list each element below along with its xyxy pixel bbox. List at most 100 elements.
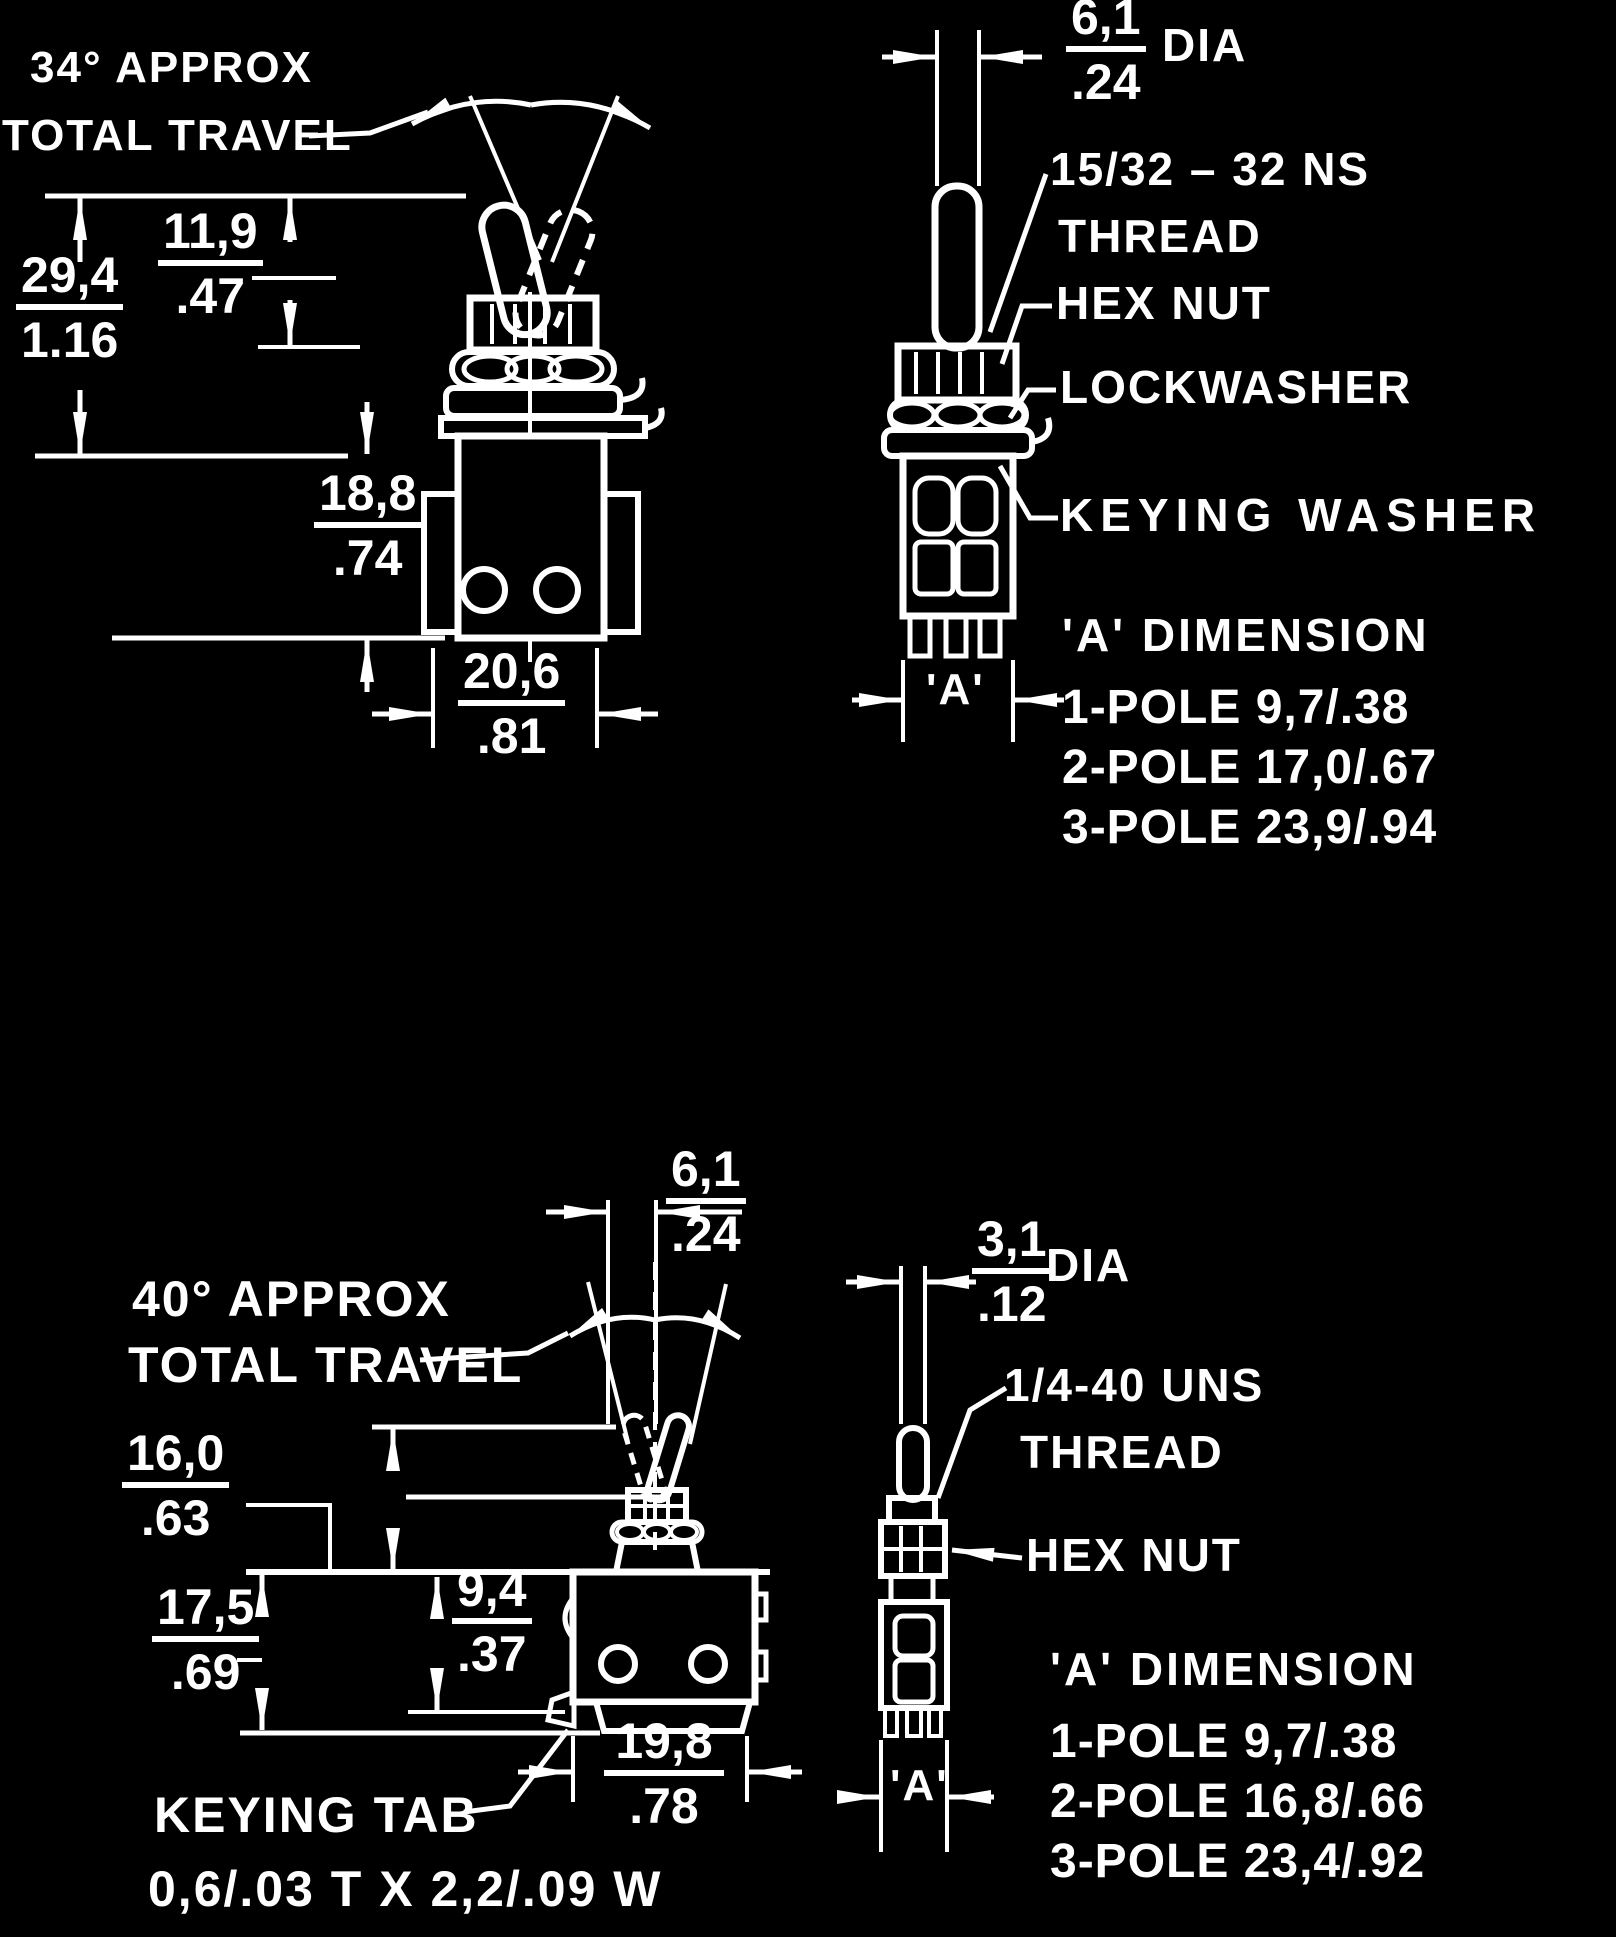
callout-leader-lines bbox=[935, 1385, 1023, 1562]
bottom-side-view bbox=[837, 1266, 1023, 1852]
travel-arc bbox=[419, 1281, 742, 1445]
body-height-dimension: 18,8 .74 bbox=[314, 465, 422, 583]
toggle-lever bbox=[896, 1425, 930, 1503]
dimension-in: .74 bbox=[314, 522, 422, 583]
dimension-mm: 20,6 bbox=[463, 643, 561, 699]
hex-nut-callout: HEX NUT bbox=[1056, 277, 1272, 329]
a-dimension-table: 'A' DIMENSION 1-POLE 9,7/.38 2-POLE 16,8… bbox=[1050, 1642, 1425, 1892]
dimension-mm: 18,8 bbox=[319, 465, 417, 521]
dimension-mm: 16,0 bbox=[127, 1425, 225, 1481]
callout-leader-lines bbox=[987, 173, 1058, 521]
dimension-in: .69 bbox=[152, 1636, 260, 1697]
top-front-dimension-lines bbox=[35, 193, 658, 748]
thread-callout-line2: THREAD bbox=[1058, 209, 1262, 262]
diameter-suffix: DIA bbox=[1162, 19, 1248, 71]
body-width-dimension: 20,6 .81 bbox=[458, 643, 566, 761]
dimension-mm: 19,8 bbox=[615, 1713, 713, 1769]
a-dimension-row: 1-POLE 9,7/.38 bbox=[1050, 1715, 1398, 1768]
terminal-pin bbox=[927, 1706, 943, 1738]
bottom-travel-note-line2: TOTAL TRAVEL bbox=[128, 1337, 524, 1393]
keying-washer-callout: KEYING WASHER bbox=[1060, 489, 1543, 541]
terminal-depth-dimension: 9,4 .37 bbox=[452, 1564, 532, 1679]
a-dimension-title: 'A' DIMENSION bbox=[1050, 1643, 1418, 1695]
a-dimension-marker: 'A' bbox=[890, 1761, 949, 1810]
travel-leader-line bbox=[308, 109, 429, 139]
a-dimension-table: 'A' DIMENSION 1-POLE 9,7/.38 2-POLE 17,0… bbox=[1062, 608, 1437, 858]
a-dimension-lines bbox=[852, 660, 1064, 742]
thread-callout: 15/32 – 32 NS THREAD bbox=[1050, 136, 1370, 269]
lockwasher-shape bbox=[449, 349, 617, 389]
dimension-in: .78 bbox=[604, 1770, 724, 1831]
lever-diameter-dimension: 6,1 .24 bbox=[1066, 0, 1146, 107]
top-travel-note-line2: TOTAL TRAVEL bbox=[2, 111, 353, 160]
dimension-in: .37 bbox=[452, 1618, 532, 1679]
bushing-hex-nut bbox=[878, 1495, 948, 1605]
bushing-hex-nut bbox=[894, 342, 1020, 404]
switch-body bbox=[878, 1599, 950, 1738]
hex-nut-leader bbox=[999, 303, 1052, 365]
body-width-dimension: 19,8 .78 bbox=[604, 1716, 724, 1831]
keying-tab-label: KEYING TAB bbox=[154, 1787, 479, 1843]
terminal bbox=[598, 1644, 638, 1684]
toggle-lever-solid bbox=[644, 1412, 692, 1504]
terminal bbox=[688, 1644, 728, 1684]
switch-body bbox=[899, 452, 1017, 659]
diameter-suffix: DIA bbox=[1046, 1239, 1132, 1291]
shaft-diameter-dimension: 3,1 .12 bbox=[972, 1214, 1052, 1329]
a-dimension-row: 3-POLE 23,4/.92 bbox=[1050, 1835, 1426, 1888]
terminal-pin bbox=[943, 613, 969, 659]
body-height-dimension: 17,5 .69 bbox=[152, 1582, 260, 1697]
lockwasher-callout: LOCKWASHER bbox=[1060, 361, 1413, 413]
a-dimension-marker: 'A' bbox=[926, 665, 985, 714]
bottom-front-view bbox=[237, 1200, 802, 1815]
keying-tab-leader bbox=[463, 1728, 570, 1815]
dimension-mm: 11,9 bbox=[163, 203, 258, 259]
a-dimension-row: 1-POLE 9,7/.38 bbox=[1062, 681, 1410, 734]
hex-nut-leader bbox=[951, 1547, 1023, 1562]
dimension-in: .47 bbox=[158, 260, 263, 321]
dimension-in: .63 bbox=[122, 1482, 230, 1543]
thread-leader bbox=[935, 1385, 1008, 1499]
dimension-mm: 29,4 bbox=[21, 247, 119, 303]
thread-callout-line2: THREAD bbox=[1020, 1425, 1224, 1478]
dimension-mm: 9,4 bbox=[457, 1561, 527, 1617]
terminal bbox=[460, 566, 508, 614]
top-front-view bbox=[35, 95, 665, 748]
dimension-mm: 6,1 bbox=[1071, 0, 1141, 45]
switch-body bbox=[421, 407, 665, 642]
keying-washer-leader bbox=[997, 464, 1058, 521]
terminal-pin bbox=[905, 1706, 923, 1738]
thread-leader bbox=[987, 173, 1049, 333]
dimension-in: .24 bbox=[666, 1198, 746, 1259]
thread-callout-line1: 15/32 – 32 NS bbox=[1050, 143, 1371, 195]
a-dimension-lines bbox=[837, 1740, 994, 1852]
toggle-lever bbox=[931, 182, 983, 352]
hex-nut-callout: HEX NUT bbox=[1026, 1529, 1242, 1581]
lockwasher-leader bbox=[1007, 387, 1056, 420]
a-dimension-row: 3-POLE 23,9/.94 bbox=[1062, 801, 1438, 854]
a-dimension-row: 2-POLE 16,8/.66 bbox=[1050, 1775, 1426, 1828]
overall-height-dimension: 29,4 1.16 bbox=[16, 247, 124, 365]
lockwasher-shape bbox=[887, 397, 1029, 433]
top-travel-note-line1: 34° APPROX bbox=[30, 43, 313, 92]
dimension-in: .81 bbox=[458, 700, 566, 761]
keying-tab-shape bbox=[545, 1688, 577, 1730]
top-side-view bbox=[852, 30, 1064, 742]
bushing-hex-nut bbox=[466, 294, 600, 354]
lever-height-dimension: 11,9 .47 bbox=[158, 206, 263, 321]
terminal-pin bbox=[907, 613, 933, 659]
dimension-in: .12 bbox=[972, 1268, 1052, 1329]
switch-body bbox=[246, 1568, 770, 1734]
terminal-pin bbox=[883, 1706, 899, 1738]
dimension-mm: 6,1 bbox=[671, 1141, 741, 1197]
lever-diameter-dimension: 6,1 .24 bbox=[666, 1144, 746, 1259]
thread-callout-line1: 1/4-40 UNS bbox=[1004, 1359, 1265, 1411]
keying-tab-spec: 0,6/.03 T X 2,2/.09 W bbox=[148, 1861, 663, 1917]
base-skirt bbox=[592, 1699, 754, 1734]
toggle-lever-alternate-dashed bbox=[620, 1412, 667, 1503]
travel-leader-line bbox=[419, 1330, 570, 1363]
bottom-travel-note-line1: 40° APPROX bbox=[132, 1271, 451, 1327]
dimension-mm: 3,1 bbox=[977, 1211, 1047, 1267]
